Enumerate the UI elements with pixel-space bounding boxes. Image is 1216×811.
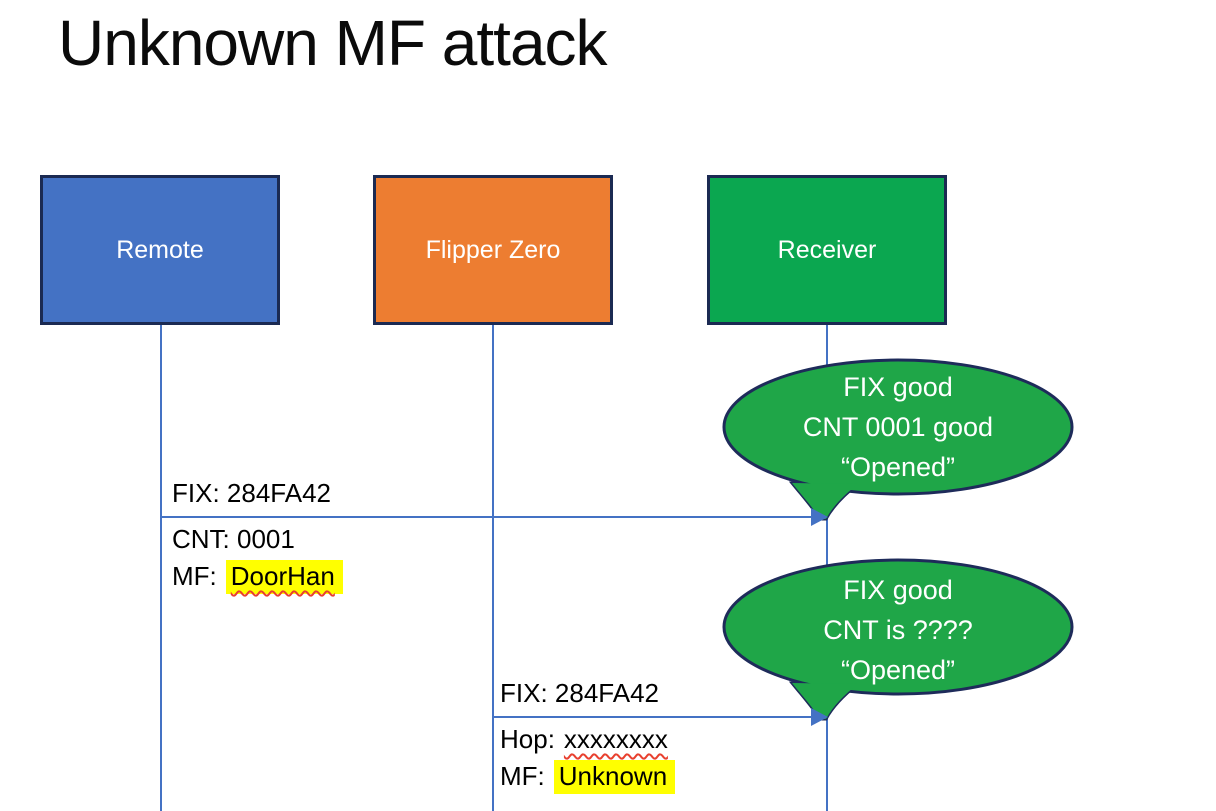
speech-bubble-2-text: FIX good CNT is ???? “Opened” [733,570,1063,690]
message2-arrow [493,708,828,726]
bubble1-line2: CNT 0001 good [802,412,994,442]
actor-box-flipper-zero: Flipper Zero [373,175,613,325]
message2-hop-value: xxxxxxxx [563,724,668,754]
message1-row1: CNT: 0001 [172,521,343,558]
message1-row2: MF: DoorHan [172,558,343,595]
speech-bubble-1-text: FIX good CNT 0001 good “Opened” [733,367,1063,487]
slide-title: Unknown MF attack [58,7,608,79]
bubble1-line1: FIX good [843,372,953,402]
message1-label-above: FIX: 284FA42 [172,478,331,508]
message1-mf-value-highlighted: DoorHan [225,560,343,594]
message1-mf-prefix: MF: [172,561,217,591]
bubble2-line1: FIX good [843,575,953,605]
message1-arrow [161,508,828,526]
actor-label-receiver: Receiver [777,235,877,264]
message2-row1: Hop: xxxxxxxx [500,721,675,758]
lifeline-flipper-zero [492,325,494,811]
message2-row2: MF: Unknown [500,758,676,795]
speech-bubble-2 [722,558,1074,721]
message2-mf-prefix: MF: [500,761,545,791]
message1-cnt-text: CNT: 0001 [172,524,295,554]
message2-mf-value-highlighted: Unknown [553,760,676,794]
message2-hop-prefix: Hop: [500,724,555,754]
speech-bubble-1 [722,358,1074,521]
bubble1-line3: “Opened” [840,452,956,482]
lifeline-remote [160,325,162,811]
actor-box-remote: Remote [40,175,280,325]
actor-box-receiver: Receiver [707,175,947,325]
bubble2-line2: CNT is ???? [823,615,973,645]
actor-label-remote: Remote [116,235,204,264]
bubble2-line3: “Opened” [840,655,956,685]
message2-label-above: FIX: 284FA42 [500,678,659,708]
actor-label-flipper-zero: Flipper Zero [425,235,561,264]
